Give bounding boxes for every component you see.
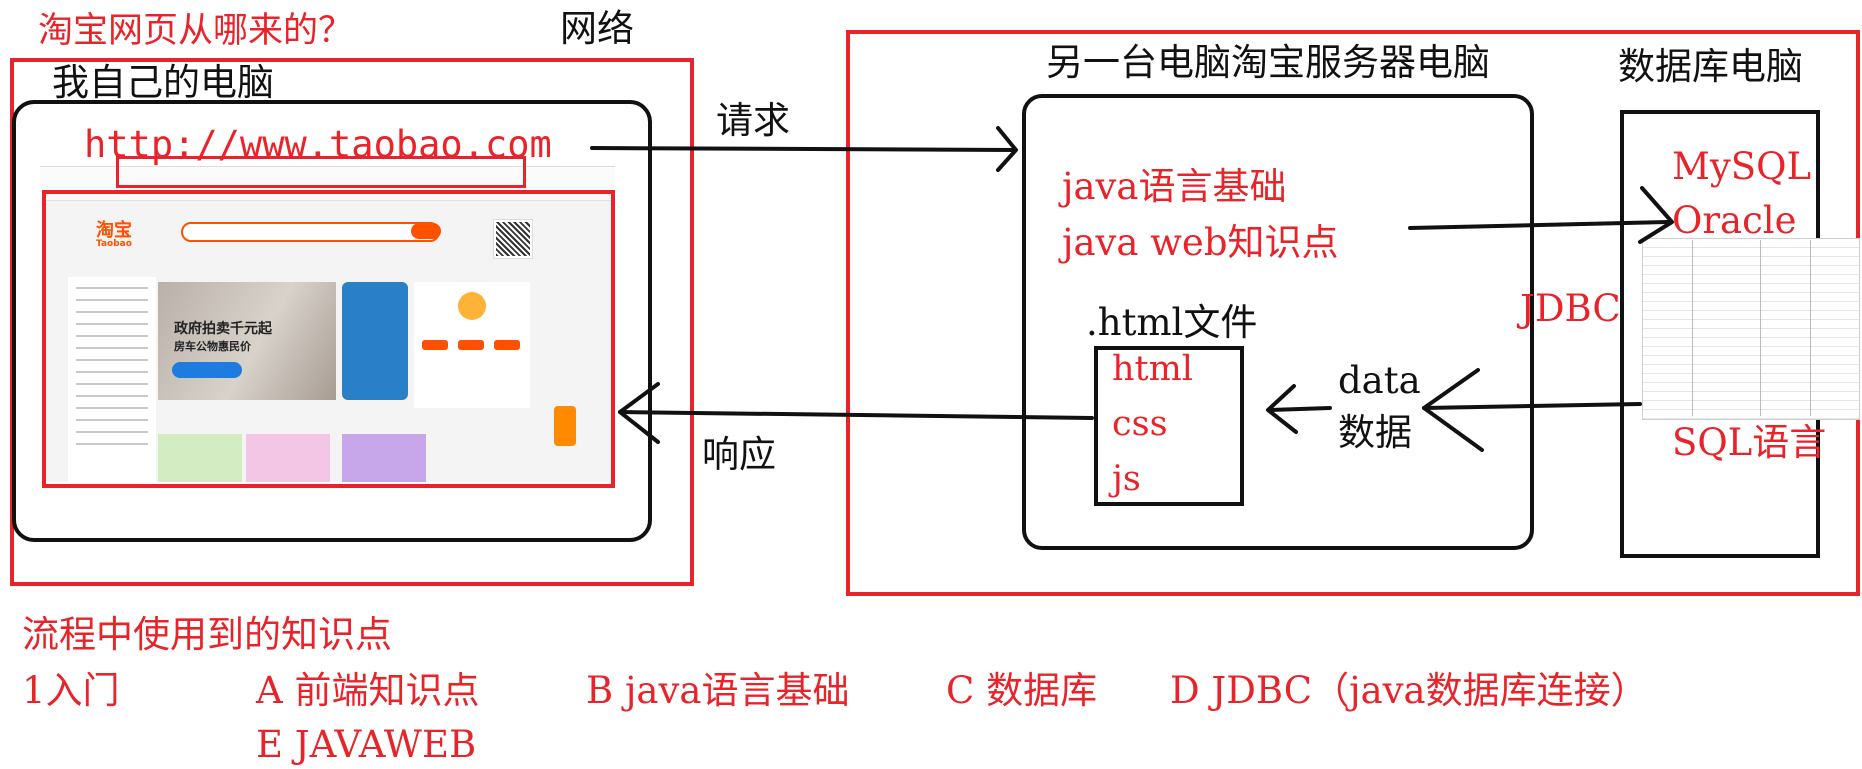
data-to-file-arrowhead <box>1266 384 1298 434</box>
db-table-col <box>1760 240 1761 416</box>
summary-heading: 流程中使用到的知识点 <box>22 613 392 656</box>
summary-item-b: B java语言基础 <box>586 669 850 712</box>
taobao-user-panel <box>414 282 530 408</box>
db-oracle: Oracle <box>1672 199 1797 242</box>
browser-monitor <box>12 100 652 542</box>
database-label: 数据库电脑 <box>1618 45 1803 88</box>
response-arrowhead <box>618 382 660 444</box>
file-item-html: html <box>1112 349 1193 389</box>
file-item-js: js <box>1112 459 1141 499</box>
qr-code-icon <box>493 219 533 259</box>
request-arrow <box>590 146 1016 152</box>
browser-address-bar <box>40 166 615 189</box>
db-table-col <box>1810 240 1811 416</box>
address-bar-highlight <box>116 156 526 188</box>
taobao-logo: 淘宝 Taobao <box>96 220 132 249</box>
my-computer-label: 我自己的电脑 <box>52 61 274 104</box>
query-arrow <box>1408 220 1670 230</box>
network-label: 网络 <box>560 7 634 50</box>
summary-item-c: C 数据库 <box>946 669 1098 712</box>
request-arrowhead <box>996 126 1018 172</box>
database-table-screenshot <box>1642 238 1860 420</box>
data-label-en: data <box>1338 359 1421 402</box>
jdbc-label: JDBC <box>1520 287 1621 330</box>
sql-language: SQL语言 <box>1672 421 1827 464</box>
db-mysql: MySQL <box>1672 145 1812 188</box>
taobao-banner: 政府拍卖千元起 房车公物惠民价 <box>158 282 336 400</box>
query-arrowhead <box>1638 186 1674 244</box>
summary-item-e: E JAVAWEB <box>256 723 477 766</box>
taobao-tile <box>246 434 330 482</box>
data-to-file-arrow <box>1268 406 1332 412</box>
server-label: 另一台电脑淘宝服务器电脑 <box>1046 41 1490 84</box>
response-label: 响应 <box>702 433 776 476</box>
taobao-category-nav <box>68 277 156 482</box>
taobao-tile <box>342 434 426 482</box>
summary-line1-prefix: 1入门 <box>22 669 120 712</box>
db-table-col <box>1692 240 1693 416</box>
request-label: 请求 <box>716 99 790 142</box>
taobao-promo-card <box>342 282 408 400</box>
taobao-page-screenshot: 淘宝 Taobao 政府拍卖千元起 房车公物惠民价 <box>46 192 611 482</box>
taobao-tile <box>158 434 242 482</box>
taobao-side-tab <box>554 406 576 446</box>
server-box <box>1022 94 1534 550</box>
page-highlight <box>42 190 615 488</box>
html-file-box <box>1094 346 1244 506</box>
data-return-arrowhead <box>1422 368 1484 452</box>
title-question: 淘宝网页从哪来的？ <box>38 11 354 51</box>
data-return-arrow <box>1422 402 1642 410</box>
summary-item-a: A 前端知识点 <box>256 669 480 712</box>
html-file-label: .html文件 <box>1086 301 1258 344</box>
data-label-zh: 数据 <box>1338 411 1412 454</box>
file-item-css: css <box>1112 404 1168 444</box>
summary-item-d: D JDBC（java数据库连接） <box>1170 669 1648 712</box>
knowledge-java-basic: java语言基础 <box>1062 165 1287 208</box>
knowledge-java-web: java web知识点 <box>1062 221 1339 264</box>
response-arrow <box>618 410 1094 420</box>
taobao-search-button <box>411 223 441 239</box>
